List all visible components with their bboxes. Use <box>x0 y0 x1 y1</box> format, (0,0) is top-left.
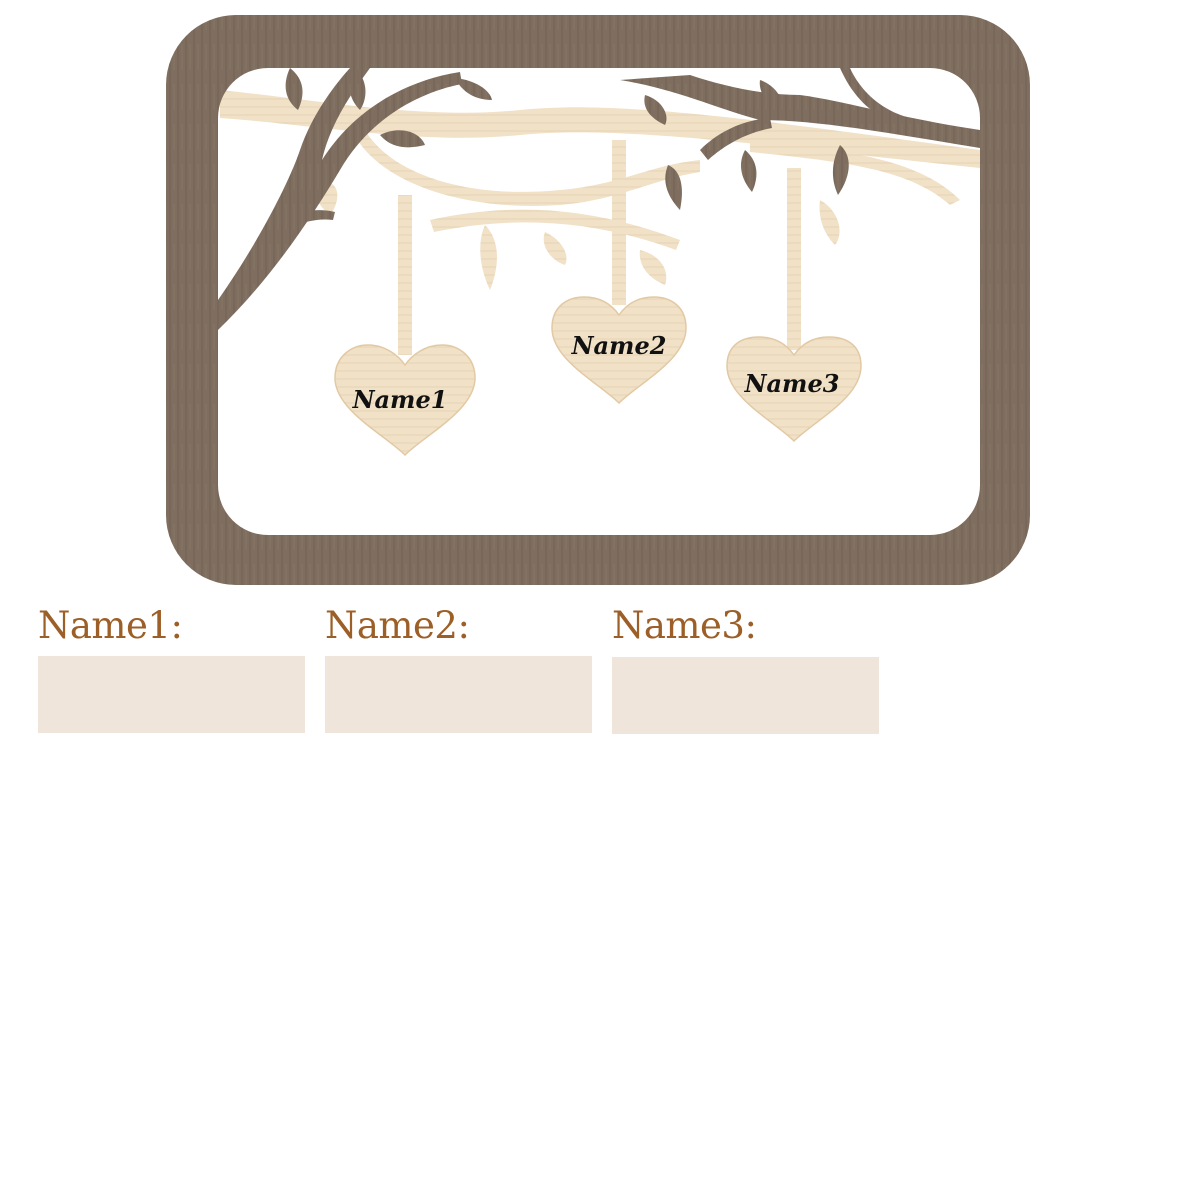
name3-input[interactable] <box>612 657 879 734</box>
name2-label: Name2: <box>325 604 470 647</box>
dark-branches <box>218 68 980 330</box>
svg-text:Name1: Name1 <box>352 385 448 414</box>
heart-name1: Name1 <box>334 344 476 457</box>
name2-input[interactable] <box>325 656 592 733</box>
svg-text:Name3: Name3 <box>744 369 840 398</box>
name1-input[interactable] <box>38 656 305 733</box>
name1-label: Name1: <box>38 604 183 647</box>
name3-label: Name3: <box>612 604 757 647</box>
light-branches <box>220 90 980 355</box>
heart-name2: Name2 <box>551 296 687 405</box>
heart-name3: Name3 <box>726 336 862 443</box>
svg-text:Name2: Name2 <box>571 331 667 360</box>
family-tree-frame-preview: Name1 Name2 Name3 <box>166 15 1030 585</box>
